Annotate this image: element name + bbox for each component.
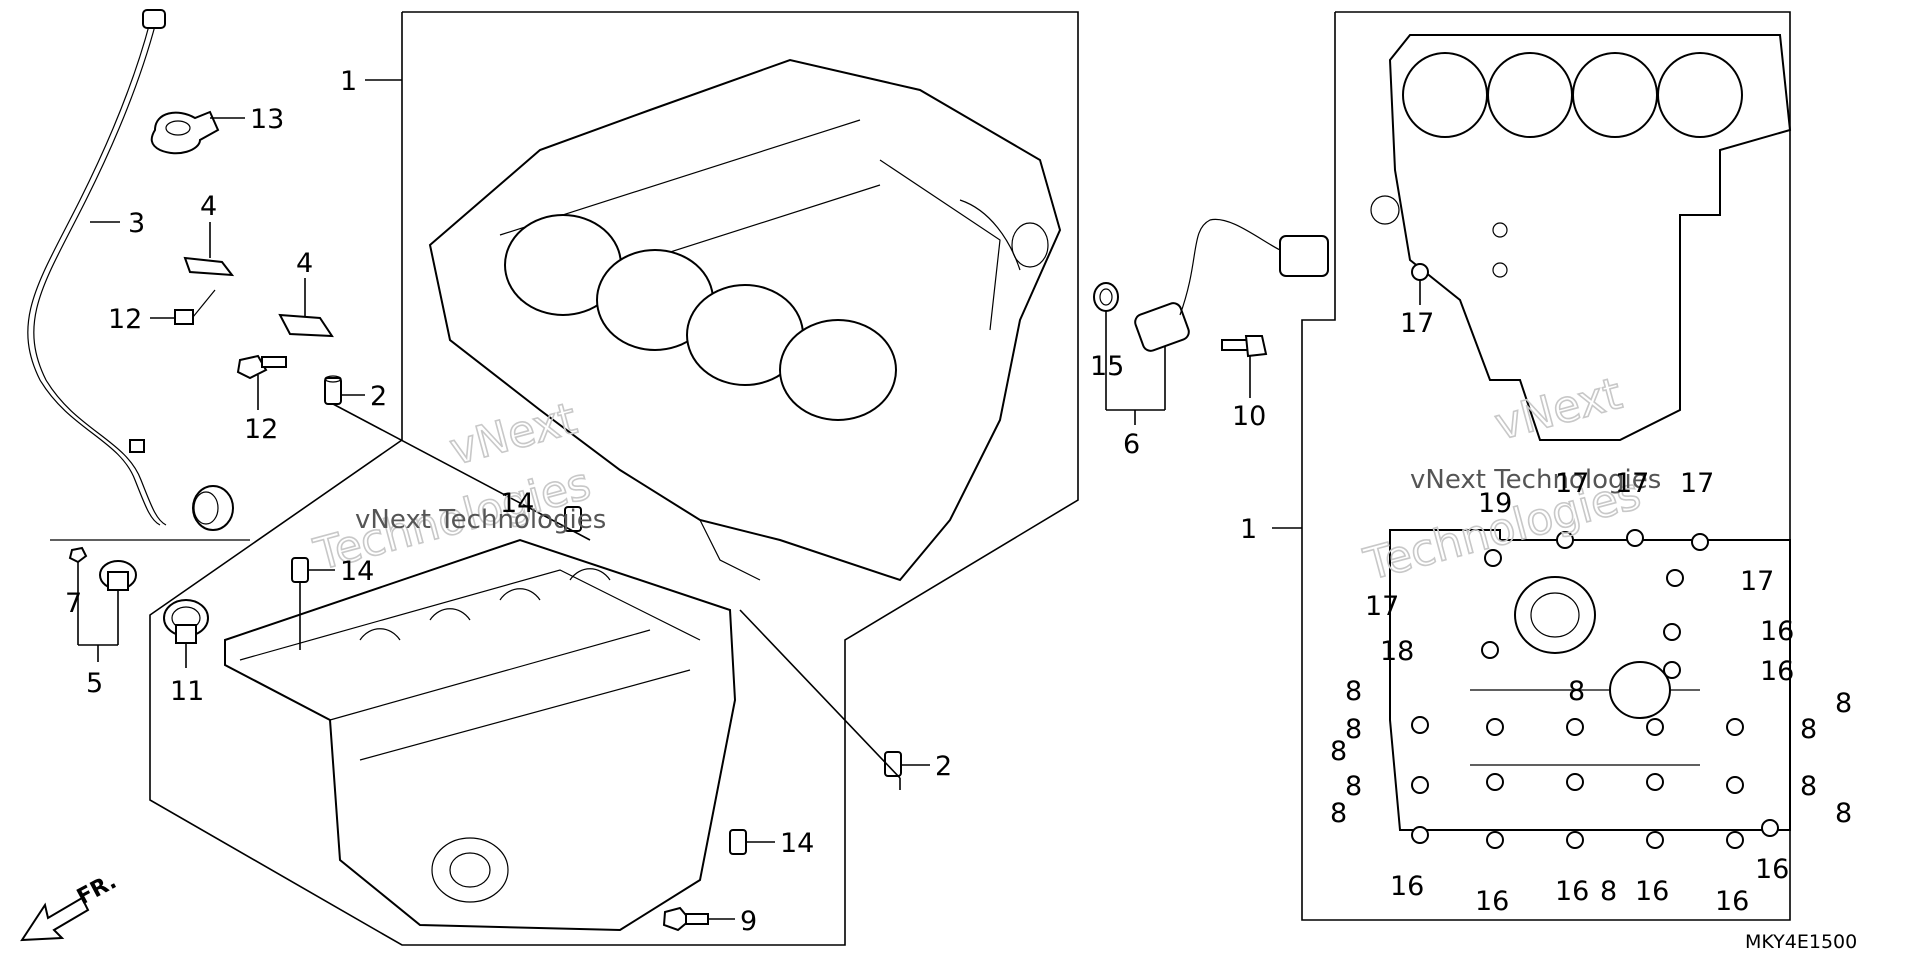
dowel-pin-part — [291, 557, 309, 583]
callout-label: 14 — [340, 556, 374, 587]
callout-label: 16 — [1475, 886, 1509, 917]
bracket-part — [183, 256, 235, 277]
lower-crankcase-part — [224, 538, 737, 932]
flange-bolt-part — [174, 289, 216, 325]
callout-label: 8 — [1330, 736, 1347, 767]
callout-label: 10 — [1232, 401, 1266, 432]
dowel-pin-part — [884, 751, 902, 777]
bracket-part — [278, 313, 334, 338]
sensor-bolt-part — [1221, 335, 1268, 358]
callout-labels: 1 13 3 4 4 12 12 2 7 5 11 14 14 2 14 9 1… — [65, 66, 1852, 937]
drain-plug-part — [163, 599, 209, 644]
callout-label: 17 — [1680, 468, 1714, 499]
harness-clamp-part — [150, 110, 220, 155]
callout-label: 1 — [340, 66, 357, 97]
watermark-caption: vNext Technologies — [355, 505, 606, 535]
callout-label: 6 — [1123, 429, 1140, 460]
callout-label: 16 — [1635, 876, 1669, 907]
callout-label: 4 — [296, 248, 313, 279]
dowel-pin-part — [729, 829, 747, 855]
callout-label: 15 — [1090, 351, 1124, 382]
flange-bolt-part — [236, 354, 287, 380]
callout-label: 8 — [1345, 714, 1362, 745]
callout-label: 3 — [128, 208, 145, 239]
sensor-part — [1134, 218, 1329, 352]
callout-label: 7 — [65, 588, 82, 619]
callout-label: 17 — [1365, 591, 1399, 622]
callout-label: 18 — [1380, 636, 1414, 667]
callout-label: 16 — [1555, 876, 1589, 907]
watermark-caption: vNext Technologies — [1410, 465, 1661, 495]
callout-label: 17 — [1740, 566, 1774, 597]
callout-label: 8 — [1800, 771, 1817, 802]
callout-label: 5 — [86, 668, 103, 699]
breather-harness-part — [27, 9, 250, 541]
callout-label: 12 — [108, 304, 142, 335]
callout-label: 8 — [1600, 876, 1617, 907]
callout-label: 4 — [200, 191, 217, 222]
callout-label: 17 — [1615, 468, 1649, 499]
callout-label: 17 — [1400, 308, 1434, 339]
callout-label: 16 — [1715, 886, 1749, 917]
oil-pressure-plug-part — [99, 560, 137, 591]
right-assembly-frame — [1301, 11, 1791, 921]
callout-label: 16 — [1390, 871, 1424, 902]
callout-label: 19 — [1478, 488, 1512, 519]
callout-label: 11 — [170, 676, 204, 707]
callout-label: 8 — [1800, 714, 1817, 745]
callout-label: 16 — [1755, 854, 1789, 885]
upper-crankcase-part — [428, 58, 1062, 582]
callout-label: 8 — [1835, 688, 1852, 719]
callout-label: 8 — [1345, 771, 1362, 802]
callout-label: 9 — [740, 906, 757, 937]
flange-bolt-part — [662, 906, 709, 932]
callout-label: 8 — [1835, 798, 1852, 829]
callout-label: 12 — [244, 414, 278, 445]
left-assembly-frame — [149, 11, 1079, 946]
callout-label: 17 — [1555, 468, 1589, 499]
callout-label: 16 — [1760, 616, 1794, 647]
callout-label: 2 — [370, 381, 387, 412]
callout-label: 8 — [1330, 798, 1347, 829]
callout-label: 8 — [1568, 676, 1585, 707]
leader-lines — [77, 79, 1421, 920]
callout-label: 13 — [250, 104, 284, 135]
callout-label: 14 — [500, 488, 534, 519]
diagram-code: MKY4E1500 — [1745, 931, 1857, 953]
dowel-pin-part — [324, 375, 342, 405]
o-ring-part — [1093, 282, 1119, 312]
crankcase-top-view — [1370, 34, 1792, 831]
callout-label: 14 — [780, 828, 814, 859]
callout-label: 8 — [1345, 676, 1362, 707]
case-bolt-marks — [1411, 263, 1779, 849]
callout-label: 2 — [935, 751, 952, 782]
small-bolt-part — [68, 546, 88, 564]
callout-label: 1 — [1240, 514, 1257, 545]
front-direction-indicator: FR. — [20, 869, 121, 942]
callout-label: 16 — [1760, 656, 1794, 687]
